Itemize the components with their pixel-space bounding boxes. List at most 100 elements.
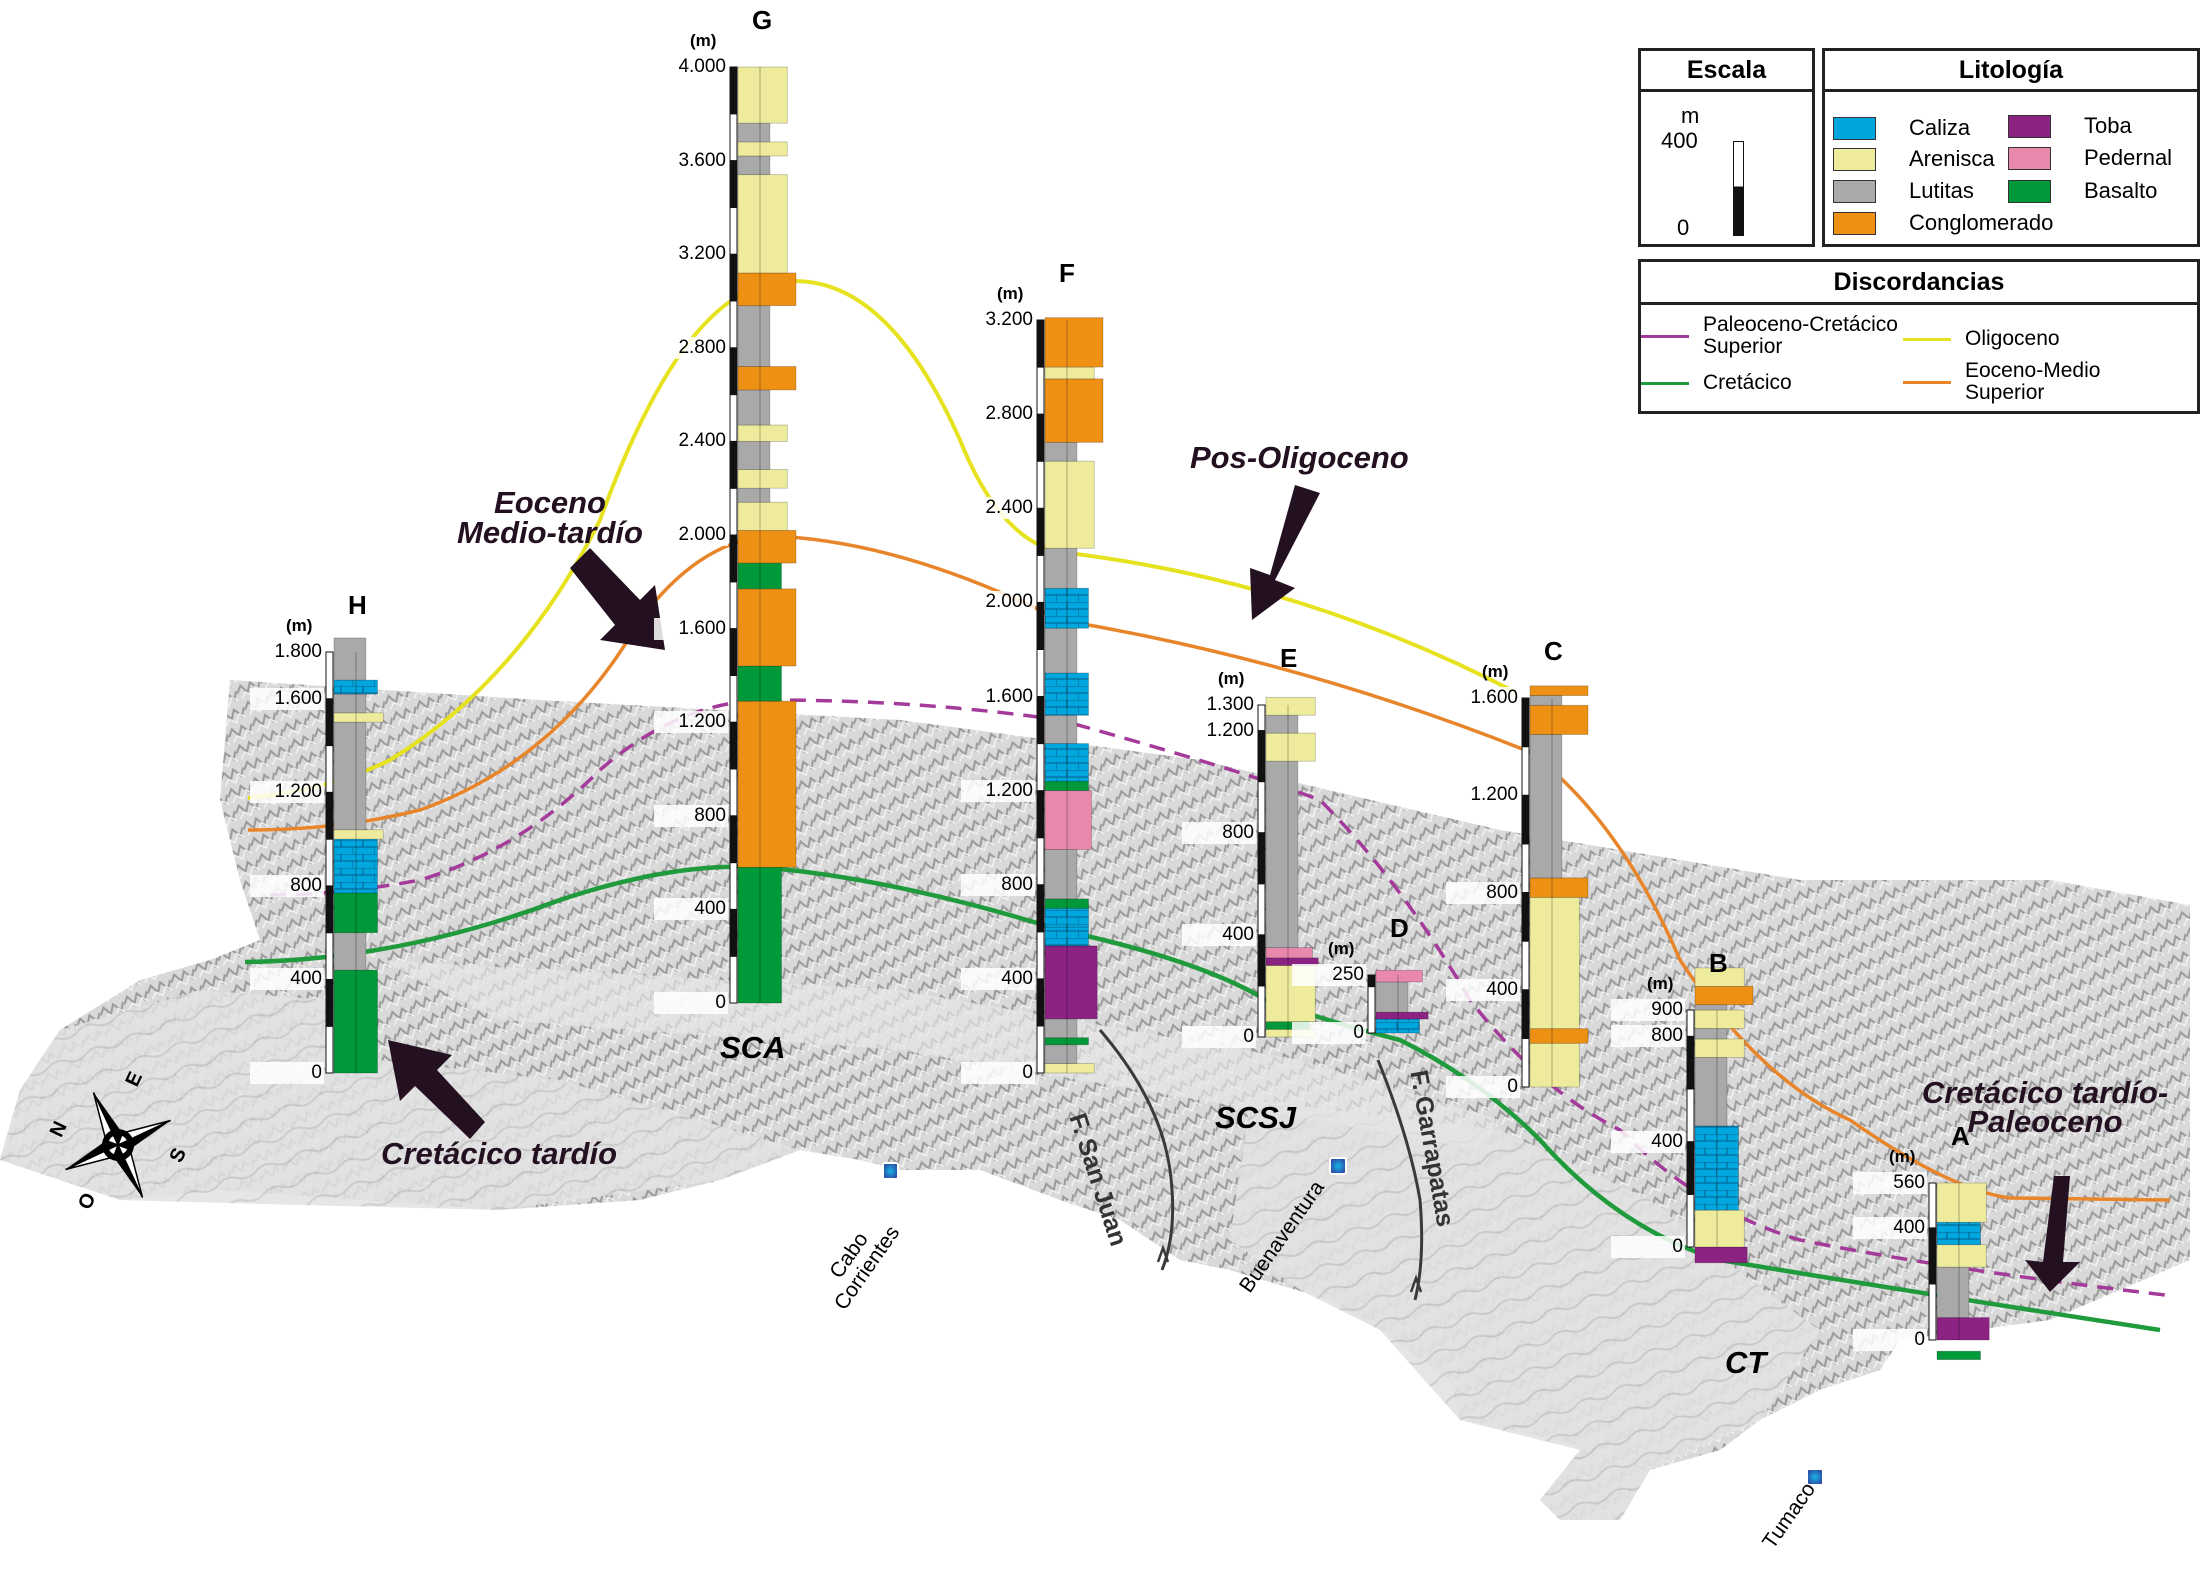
swatch-caliza: [1833, 116, 1876, 140]
scale-segment: [1036, 366, 1045, 415]
scale-segment: [325, 838, 334, 887]
layer-arenisca: [1936, 1244, 1987, 1268]
legend-toba: Toba: [2008, 113, 2132, 139]
tick-label: 2.400: [961, 497, 1035, 520]
layer-conglomerado: [737, 529, 797, 564]
swatch-basalto: [2008, 179, 2051, 203]
layer-arenisca: [1694, 1009, 1745, 1029]
scale-segment: [1521, 843, 1530, 893]
legend-caliza: Caliza: [1833, 115, 1970, 141]
scale-segment: [1257, 730, 1266, 783]
column-C: [1521, 685, 1589, 1088]
disc-paleo-l2: Superior: [1703, 335, 1783, 358]
layer-conglomerado: [1529, 877, 1589, 898]
column-G: [729, 66, 797, 1004]
tick-label: 400: [1446, 978, 1520, 1001]
scale-segment: [325, 932, 334, 980]
tick-label: 800: [1182, 821, 1256, 844]
layer-lutitas: [1044, 714, 1078, 744]
scale-segment: [1686, 1193, 1695, 1248]
layer-arenisca: [1044, 1063, 1095, 1074]
scale-segment: [1928, 1227, 1937, 1285]
legend-arenisca-label: Arenisca: [1909, 146, 1995, 171]
layer-arenisca: [1694, 1209, 1745, 1248]
legend-lutitas-label: Lutitas: [1909, 178, 1974, 203]
fault-garrapatas-line: [1376, 1059, 1424, 1301]
unit-label: (m): [1647, 974, 1674, 993]
scale-segment: [1257, 985, 1266, 1038]
scale-segment: [1036, 601, 1045, 650]
scale-segment: [325, 745, 334, 793]
layer-arenisca: [1694, 1038, 1745, 1058]
column-E: [1257, 696, 1319, 1038]
scale-segment: [729, 347, 738, 396]
tick-label: 2.800: [654, 336, 728, 359]
layer-lutitas: [1694, 1057, 1728, 1127]
tick-label: 900: [1611, 999, 1685, 1021]
place-marker-tumaco: [1806, 1468, 1824, 1486]
annotation-cretacico-tardio: Cretácico tardío: [381, 1136, 618, 1171]
unconformity-line-eoc: [247, 534, 2171, 1202]
scale-segment: [1521, 746, 1530, 796]
layer-basalto: [1936, 1350, 1981, 1361]
layer-arenisca: [1044, 366, 1095, 380]
scale-segment: [729, 628, 738, 676]
swatch-conglomerado: [1833, 211, 1876, 235]
tick-label: 2.400: [654, 430, 728, 453]
terrain-coast-plain: [1230, 1100, 1820, 1520]
layer-basalto: [737, 866, 782, 1004]
scale-bar: [1733, 141, 1744, 236]
annotation-cret-paleo-line2: Paleoceno: [1967, 1104, 2123, 1139]
tick-label: 400: [250, 968, 324, 991]
column-label-A: A: [1951, 1121, 1970, 1151]
legend-pedernal: Pedernal: [2008, 145, 2172, 171]
scale-segment: [729, 113, 738, 162]
unit-label: (m): [1482, 662, 1509, 681]
tick-label: 0: [1446, 1076, 1520, 1098]
scale-segment: [729, 253, 738, 302]
layer-lutitas: [1044, 849, 1078, 900]
tick-label: 1.600: [1446, 687, 1520, 709]
tick-label: 400: [1611, 1130, 1685, 1153]
legend-toba-label: Toba: [2084, 113, 2132, 138]
fault-san-juan-arrow: [1156, 1244, 1170, 1263]
swatch-lutitas: [1833, 179, 1876, 203]
tick-label: 400: [961, 967, 1035, 990]
legend-caliza-label: Caliza: [1909, 115, 1971, 140]
legend-conglomerado-label: Conglomerado: [1909, 210, 2054, 235]
tick-label: 400: [1853, 1216, 1927, 1239]
tick-label: 1.600: [250, 687, 324, 710]
scale-segment: [729, 487, 738, 536]
unit-label: (m): [1889, 1147, 1916, 1166]
layer-arenisca: [1694, 967, 1745, 987]
layer-arenisca: [737, 469, 788, 489]
compass-rose-icon: [65, 1092, 171, 1198]
annotation-arrows: [388, 485, 2080, 1292]
stratigraphic-columns: [325, 66, 1990, 1361]
layer-lutitas: [737, 487, 771, 503]
place-markers: [882, 1157, 1824, 1486]
column-label-E: E: [1280, 643, 1298, 673]
scale-bottom-value: 0: [1677, 215, 1690, 240]
tick-label: 3.200: [961, 309, 1035, 331]
layer-toba: [1694, 1246, 1748, 1264]
layer-arenisca: [737, 424, 788, 442]
scale-segment: [729, 862, 738, 910]
tick-label: 1.200: [1182, 719, 1256, 742]
layer-arenisca: [1529, 896, 1580, 1030]
scale-segment: [1521, 892, 1530, 942]
layer-lutitas: [1265, 714, 1299, 734]
arrow-cretacico-tardio-icon: [388, 1040, 485, 1139]
tick-label: 1.200: [654, 711, 728, 734]
unit-label: (m): [997, 284, 1024, 303]
disc-paleo-l1: Paleoceno-Cretácico: [1703, 313, 1898, 336]
place-marker-cabo-corrientes: [882, 1162, 899, 1180]
layer-arenisca: [737, 174, 788, 274]
layer-conglomerado: [737, 588, 797, 667]
scale-segment: [729, 394, 738, 442]
legend-pedernal-label: Pedernal: [2084, 145, 2173, 170]
scale-segment: [1036, 931, 1045, 980]
layer-conglomerado: [1529, 1028, 1589, 1044]
